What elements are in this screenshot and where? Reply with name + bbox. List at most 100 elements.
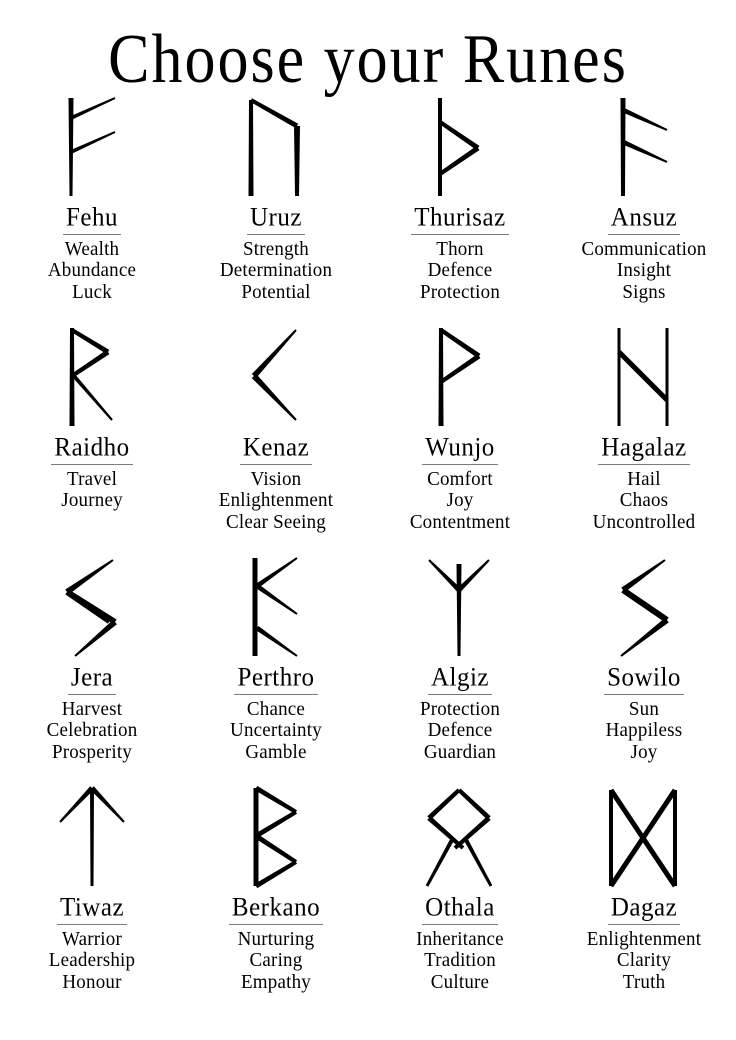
rune-name: Kenaz	[239, 434, 313, 465]
rune-name: Perthro	[234, 664, 318, 695]
rune-meaning: Protection	[419, 697, 501, 720]
rune-meaning: Thorn	[436, 237, 484, 260]
rune-meaning: Luck	[72, 280, 112, 304]
rune-name: Raidho	[51, 434, 133, 465]
rune-meaning: Defence	[427, 259, 493, 282]
rune-meaning: Clarity	[616, 949, 672, 972]
rune-meaning: Nurturing	[237, 927, 315, 950]
rune-meaning: Journey	[61, 489, 123, 512]
rune-name: Hagalaz	[598, 434, 690, 465]
othala-rune	[423, 786, 497, 890]
raidho-rune	[58, 326, 126, 430]
rune-meaning: Empathy	[240, 970, 311, 994]
rune-meaning: Truth	[622, 970, 666, 994]
perthro-rune	[243, 556, 309, 660]
rune-meaning: Harvest	[61, 697, 123, 720]
berkano-rune	[244, 786, 308, 890]
rune-meaning: Honour	[62, 970, 122, 994]
rune-meaning: Caring	[249, 949, 303, 972]
rune-meaning: Enlightenment	[586, 927, 702, 950]
rune-name: Sowilo	[604, 664, 684, 695]
rune-meaning: Potential	[241, 280, 311, 304]
algiz-rune	[425, 556, 495, 660]
rune-meaning: Happiless	[605, 719, 683, 742]
fehu-rune	[57, 96, 127, 200]
page-title: Choose your Runes	[108, 21, 628, 98]
rune-name: Othala	[422, 894, 498, 925]
wunjo-rune	[427, 326, 493, 430]
rune-meaning: Strength	[243, 237, 309, 260]
tiwaz-rune	[56, 786, 128, 890]
rune-meaning: Tradition	[424, 949, 496, 972]
rune-meaning: Celebration	[46, 719, 138, 742]
rune-name: Tiwaz	[56, 894, 128, 925]
rune-name: Berkano	[228, 894, 324, 925]
rune-meaning: Insight	[616, 259, 672, 282]
rune-meaning: Inheritance	[416, 927, 504, 950]
rune-name: Fehu	[63, 204, 121, 235]
rune-name: Ansuz	[607, 204, 681, 235]
rune-meaning: Hail	[627, 467, 661, 490]
rune-name: Dagaz	[607, 894, 681, 925]
sowilo-rune	[609, 556, 679, 660]
rune-meaning: Uncertainty	[230, 719, 322, 742]
rune-name: Algiz	[427, 664, 493, 695]
thurisaz-rune	[426, 96, 494, 200]
rune-meaning: Chaos	[619, 489, 669, 512]
rune-meaning: Uncontrolled	[592, 510, 696, 534]
rune-meaning: Leadership	[48, 949, 136, 972]
rune-meaning: Determination	[219, 259, 333, 282]
rune-meaning: Enlightenment	[218, 489, 334, 512]
rune-name: Jera	[67, 664, 117, 695]
rune-meaning: Contentment	[409, 510, 511, 534]
dagaz-rune	[603, 786, 685, 890]
rune-meaning: Vision	[250, 467, 302, 490]
uruz-rune	[241, 96, 311, 200]
jera-rune	[57, 556, 127, 660]
rune-meaning: Signs	[622, 280, 666, 304]
rune-name: Uruz	[247, 204, 305, 235]
rune-meaning: Clear Seeing	[225, 510, 326, 534]
hagalaz-rune	[609, 326, 679, 430]
rune-meaning: Chance	[246, 697, 306, 720]
rune-meaning: Joy	[630, 740, 658, 764]
rune-meaning: Warrior	[61, 927, 122, 950]
rune-meaning: Joy	[446, 489, 474, 512]
rune-meaning: Sun	[628, 697, 660, 720]
kenaz-rune	[244, 326, 308, 430]
rune-name: Thurisaz	[411, 204, 509, 235]
ansuz-rune	[609, 96, 679, 200]
rune-meaning: Travel	[66, 467, 118, 490]
rune-meaning: Wealth	[64, 237, 120, 260]
